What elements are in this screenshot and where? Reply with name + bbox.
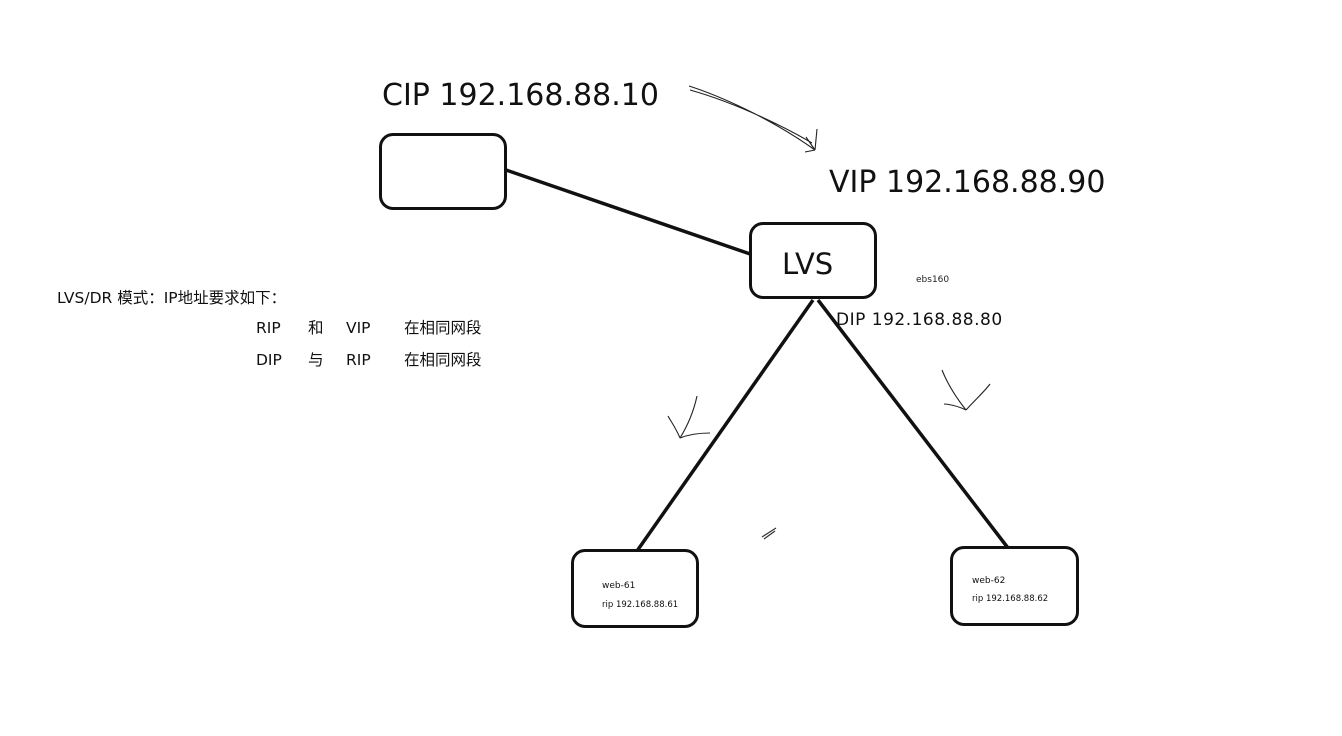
lvs-node-label: LVS — [782, 247, 834, 281]
web62-node: web-62 rip 192.168.88.62 — [950, 546, 1079, 626]
web61-node: web-61 rip 192.168.88.61 — [571, 549, 699, 628]
web61-name: web-61 — [602, 581, 636, 591]
cip-label: CIP 192.168.88.10 — [382, 78, 659, 113]
web61-rip: rip 192.168.88.61 — [602, 600, 679, 610]
client-node — [379, 133, 507, 210]
web62-name: web-62 — [972, 576, 1006, 586]
arrow-sketch-right — [941, 369, 991, 411]
lvs-web62-link — [816, 298, 1010, 550]
pen-mark — [761, 527, 777, 540]
lvs-web61-link — [635, 298, 815, 553]
notes-row1-d: 在相同网段 — [404, 319, 482, 337]
arrow-sketch-left — [667, 395, 711, 439]
notes-row2-d: 在相同网段 — [404, 351, 482, 369]
lvs-node: LVS — [749, 222, 877, 299]
notes-row-rip-vip: RIP 和 VIP 在相同网段 — [256, 316, 482, 338]
notes-title: LVS/DR 模式：IP地址要求如下： — [57, 289, 287, 307]
web62-rip: rip 192.168.88.62 — [972, 594, 1049, 604]
notes-row2-b: 与 — [308, 351, 324, 369]
arrow-sketch-top — [688, 85, 818, 153]
dip-label: DIP 192.168.88.80 — [836, 310, 1003, 330]
notes-row2-a: DIP — [256, 351, 282, 369]
vip-label: VIP 192.168.88.90 — [829, 165, 1106, 200]
client-lvs-link — [505, 168, 757, 258]
notes-row2-c: RIP — [346, 351, 371, 369]
notes-row1-a: RIP — [256, 319, 281, 337]
notes-row1-c: VIP — [346, 319, 371, 337]
ebs-label: ebs160 — [916, 275, 950, 285]
notes-row-dip-rip: DIP 与 RIP 在相同网段 — [256, 348, 482, 370]
notes-row1-b: 和 — [308, 319, 324, 337]
